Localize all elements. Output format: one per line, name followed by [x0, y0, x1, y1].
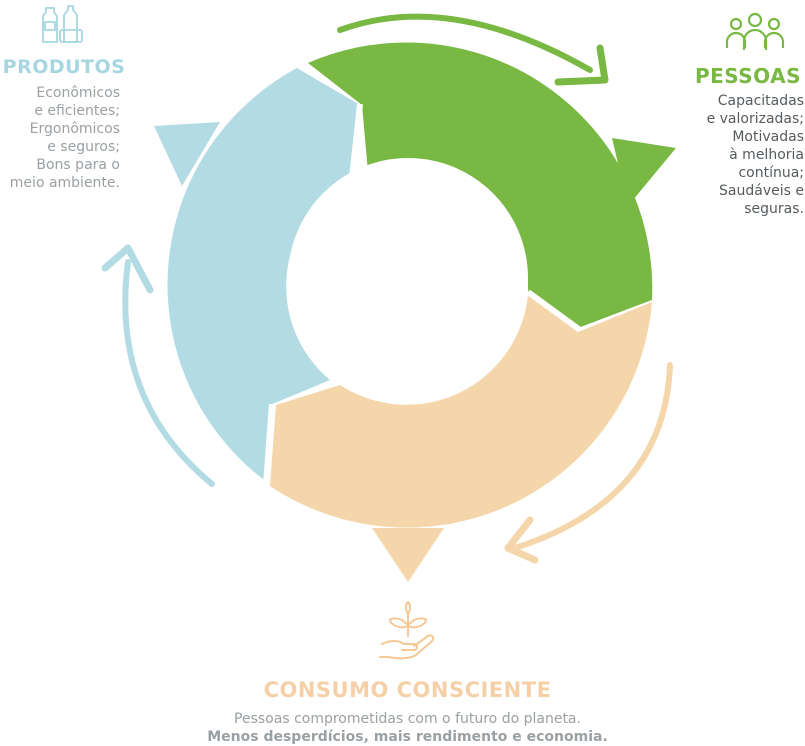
curved-arrow-peach — [512, 362, 673, 551]
produtos-block: PRODUTOS Econômicos e eficientes; Ergonô… — [0, 56, 128, 192]
pessoas-line: Saudáveis e — [719, 183, 804, 199]
ring-divider — [526, 289, 582, 333]
ring-divider — [349, 103, 363, 179]
consumo-description: Pessoas comprometidas com o futuro do pl… — [180, 710, 635, 746]
pessoas-title: PESSOAS — [694, 64, 802, 88]
produtos-line: e seguros; — [47, 139, 120, 155]
ring-divider — [263, 403, 275, 485]
pointer-pessoas — [612, 138, 676, 206]
consumo-block: CONSUMO CONSCIENTE Pessoas comprometidas… — [180, 678, 635, 746]
bottles-icon — [42, 5, 83, 43]
consumo-title: CONSUMO CONSCIENTE — [263, 678, 552, 702]
produtos-line: Bons para o — [36, 157, 120, 173]
pointer-consumo — [372, 528, 444, 582]
produtos-line: e eficientes; — [34, 103, 120, 119]
curved-arrow-green-head — [554, 44, 609, 86]
consumo-line-bold: Menos desperdícios, mais rendimento e ec… — [207, 729, 608, 745]
curved-arrow-blue — [122, 259, 215, 487]
ring-segment-consumo — [270, 295, 652, 528]
ring-center — [288, 158, 528, 398]
pessoas-line: Motivadas — [732, 129, 804, 145]
plant-hand-icon — [379, 601, 435, 660]
pointer-produtos — [154, 122, 220, 186]
curved-arrow-blue-head — [101, 244, 154, 294]
pessoas-line: contínua; — [738, 165, 804, 181]
consumo-line: Pessoas comprometidas com o futuro do pl… — [234, 711, 581, 727]
pessoas-line: e valorizadas; — [706, 111, 804, 127]
produtos-line: Ergonômicos — [29, 121, 120, 137]
pessoas-block: PESSOAS Capacitadas e valorizadas; Motiv… — [692, 64, 804, 218]
pessoas-line: Capacitadas — [717, 93, 804, 109]
produtos-description: Econômicos e eficientes; Ergonômicos e s… — [0, 84, 128, 192]
cycle-ring — [167, 42, 653, 528]
ring-segment-produtos — [167, 68, 360, 480]
pessoas-line: seguras. — [744, 201, 804, 217]
curved-arrow-green — [337, 13, 593, 73]
pessoas-description: Capacitadas e valorizadas; Motivadas à m… — [692, 92, 804, 218]
produtos-line: meio ambiente. — [9, 175, 120, 191]
produtos-line: Econômicos — [36, 85, 120, 101]
curved-arrow-peach-head — [504, 516, 539, 564]
produtos-title: PRODUTOS — [2, 56, 126, 78]
people-icon — [725, 12, 785, 50]
pessoas-line: à melhoria — [729, 147, 804, 163]
